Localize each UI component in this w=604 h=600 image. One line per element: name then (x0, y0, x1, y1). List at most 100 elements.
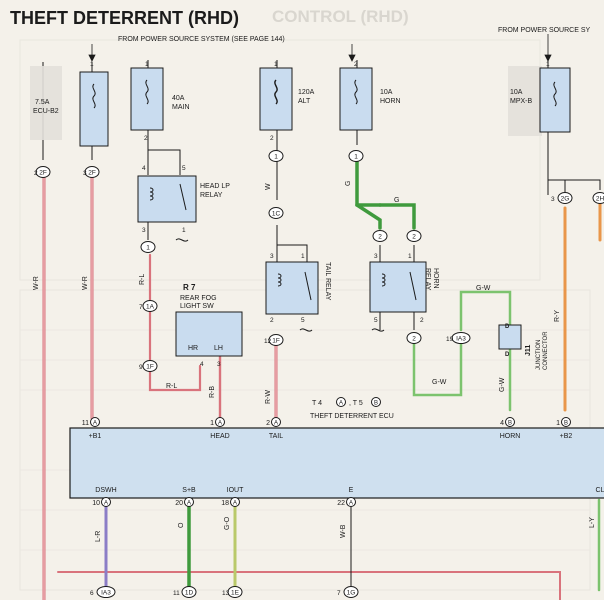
ecu-conn-b-marker-label: B (374, 400, 378, 406)
pin-number-1: 1 (145, 61, 149, 68)
relay-tail-label: TAIL RELAY (324, 262, 331, 301)
ecu-bottom-pin-2-marker-label: A (233, 500, 237, 506)
wire-label-g-a: G (345, 181, 352, 186)
source-label-left: FROM POWER SOURCE SYSTEM (SEE PAGE 144) (118, 36, 285, 43)
pin-number-19: 2 (270, 317, 274, 324)
theft-deterrent-ecu: T 4 , T 5 THEFT DETERRENT ECU (69, 400, 604, 499)
pin-number-26: 19 (446, 336, 454, 343)
j11-pin-d-top: D (505, 324, 510, 330)
pin-number-28: 6 (90, 590, 94, 597)
ecu-title: THEFT DETERRENT ECU (310, 413, 394, 420)
source-label-right: FROM POWER SOURCE SY (498, 27, 591, 34)
ecu-top-pin-3-name: HORN (500, 433, 521, 440)
ecu-bottom-pin-1-marker: A (184, 497, 194, 507)
pin-number-30: 13 (222, 590, 230, 597)
ecu-bottom-pin-2-name: IOUT (227, 487, 244, 494)
connector-2g-label: 2G (561, 196, 570, 203)
connector-2f-a: 2F (35, 166, 51, 178)
ecu-top-pin-0-name: +B1 (89, 433, 102, 440)
connector-2-a: 2 (372, 230, 388, 242)
wire-label-w-r-a: W-R (33, 276, 40, 290)
pin-number-18: 1 (301, 253, 305, 260)
pin-number-6: 3 (83, 170, 87, 177)
ecu-bottom-pin-3-marker-label: A (349, 500, 353, 506)
wire-label-g-w-a: G-W (432, 379, 447, 386)
junction-j11: D D J11 JUNCTIONCONNECTOR (498, 324, 549, 370)
ecu-bottom-pin-2-marker: A (230, 497, 240, 507)
connector-1g-label: 1G (347, 590, 356, 597)
connector-2f-b: 2F (84, 166, 100, 178)
wire-label-l-y: L-Y (589, 517, 596, 528)
ecu-bottom-pin-1-num: 20 (175, 500, 183, 507)
pin-number-4: 1 (546, 61, 550, 68)
ecu-bottom-pin-3-marker: A (346, 497, 356, 507)
connector-1f-a-label: 1F (146, 364, 154, 371)
connector-1f-b-label: 1F (272, 338, 280, 345)
connector-1e: 1E (227, 586, 243, 598)
ecu-top-pin-2-marker: A (271, 417, 281, 427)
ecu-top-pin-3-num: 4 (500, 420, 504, 427)
connector-1-alt-label: 1 (274, 154, 278, 161)
connector-2-c-label: 2 (412, 336, 416, 343)
connector-1c: 1C (268, 207, 284, 219)
switch-r7-lh: LH (214, 345, 223, 352)
connector-1-headlp-label: 1 (146, 245, 150, 252)
pin-number-31: 7 (337, 590, 341, 597)
connector-1d-label: 1D (185, 590, 194, 597)
connector-1f-b: 1F (268, 334, 284, 346)
ecu-top-pin-0-num: 11 (82, 420, 89, 427)
pin-number-27: 3 (551, 196, 555, 203)
ecu-top-pin-0-marker: A (90, 417, 100, 427)
ecu-top-pin-1-num: 1 (210, 420, 214, 427)
ecu-top-pin-1-marker-label: A (218, 420, 222, 426)
ecu-top-pin-0-marker-label: A (93, 420, 97, 426)
pin-number-7: 2 (144, 135, 148, 142)
pin-number-13: 7 (139, 304, 143, 311)
wire-label-w: W (265, 183, 272, 190)
pin-number-24: 5 (374, 317, 378, 324)
ecu-top-pin-3-marker-label: B (508, 420, 512, 426)
ecu-bottom-pin-3-num: 22 (337, 500, 345, 507)
pin-number-15: 4 (200, 361, 204, 368)
wire-label-w-b: W-B (340, 524, 347, 538)
j11-ref: J11 (525, 345, 532, 356)
wire-label-r-y: R-Y (554, 310, 561, 322)
wire-label-r-w: R-W (265, 390, 272, 404)
pin-number-16: 3 (217, 361, 221, 368)
pin-number-10: 3 (142, 227, 146, 234)
connector-2h-label: 2H (596, 196, 604, 203)
connector-2g: 2G (557, 192, 573, 204)
wire-label-r-b: R-B (209, 386, 216, 398)
connector-1c-label: 1C (272, 211, 281, 218)
pin-number-2: 1 (274, 61, 278, 68)
pin-number-0: 1 (90, 61, 94, 68)
connector-2f-a-label: 2F (39, 170, 47, 177)
ecu-conn-t4: T 4 (312, 400, 322, 407)
wires (42, 158, 602, 600)
ecu-bottom-pin-4-name: CL (596, 487, 604, 494)
connector-2-a-label: 2 (378, 234, 382, 241)
relay-tail: TAIL RELAY (265, 261, 331, 332)
ecu-top-pin-4-name: +B2 (560, 433, 573, 440)
pin-number-20: 5 (301, 317, 305, 324)
ecu-top-pin-1-marker: A (215, 417, 225, 427)
connector-1a-label: 1A (146, 304, 155, 311)
switch-r7-hr: HR (188, 345, 198, 352)
pin-number-5: 2 (34, 170, 38, 177)
connector-ia3-mid-label: IA3 (456, 336, 466, 343)
pin-number-21: 12 (264, 338, 272, 345)
pin-number-8: 2 (270, 135, 274, 142)
